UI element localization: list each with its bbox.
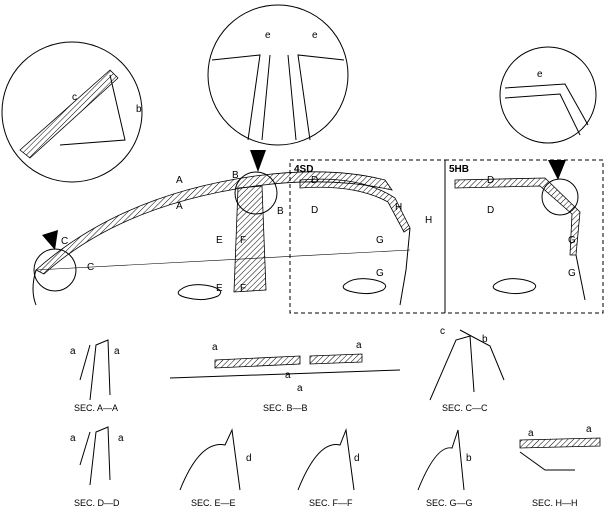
- svg-text:F: F: [240, 283, 246, 294]
- svg-text:a: a: [586, 424, 592, 435]
- sedan-panel-box: [289, 159, 446, 314]
- svg-text:e: e: [265, 30, 271, 41]
- svg-text:G: G: [376, 268, 384, 279]
- svg-text:a: a: [70, 346, 76, 357]
- section-label-hh: SEC. H—H: [532, 498, 578, 508]
- svg-text:H: H: [425, 215, 432, 226]
- hatch-badge: 5HB: [449, 164, 469, 175]
- svg-text:G: G: [376, 235, 384, 246]
- svg-text:G: G: [568, 235, 576, 246]
- svg-text:e: e: [537, 69, 543, 80]
- svg-text:a: a: [297, 383, 303, 394]
- section-label-ee: SEC. E—E: [191, 498, 236, 508]
- svg-text:A: A: [176, 175, 183, 186]
- detail-circle-left: c b: [1, 41, 143, 183]
- section-label-dd: SEC. D—D: [74, 498, 120, 508]
- svg-text:d: d: [246, 453, 252, 464]
- svg-text:D: D: [487, 205, 494, 216]
- svg-text:c: c: [72, 92, 77, 103]
- svg-text:b: b: [136, 104, 142, 115]
- svg-text:D: D: [487, 175, 494, 186]
- svg-text:E: E: [216, 235, 223, 246]
- section-label-aa: SEC. A—A: [74, 403, 118, 413]
- svg-text:a: a: [114, 346, 120, 357]
- section-label-cc: SEC. C—C: [442, 403, 488, 413]
- svg-text:D: D: [311, 205, 318, 216]
- svg-text:e: e: [312, 30, 318, 41]
- section-markers: A A B B C C D D D D E E F F G G G G H H: [61, 170, 576, 294]
- sedan-door-handle: [342, 278, 387, 295]
- svg-text:b: b: [466, 453, 472, 464]
- sedan-roof-strip: [299, 178, 411, 233]
- svg-text:E: E: [216, 283, 223, 294]
- svg-text:A: A: [176, 201, 183, 212]
- svg-text:d: d: [354, 453, 360, 464]
- svg-text:F: F: [240, 235, 246, 246]
- section-label-bb: SEC. B—B: [263, 403, 308, 413]
- svg-text:H: H: [395, 202, 402, 213]
- callout-middle-circle: [234, 171, 278, 215]
- sedan-badge: 4SD: [294, 164, 313, 175]
- svg-text:B: B: [232, 170, 239, 181]
- detail-circle-right: e: [499, 46, 597, 144]
- svg-text:b: b: [482, 334, 488, 345]
- callout-rear-circle: [541, 178, 579, 216]
- svg-text:a: a: [285, 370, 291, 381]
- svg-text:C: C: [61, 236, 68, 247]
- b-pillar: [233, 185, 267, 293]
- door-outline: [32, 269, 37, 306]
- section-label-ff: SEC. F—F: [309, 498, 353, 508]
- section-views: a a SEC. A—A a a a a SEC. B—B c b SEC. C…: [70, 326, 601, 508]
- detail-circle-middle: e e: [207, 4, 349, 146]
- roof-weatherstrip: [35, 171, 393, 275]
- svg-text:a: a: [70, 433, 76, 444]
- svg-text:a: a: [118, 433, 124, 444]
- hatch-door-handle: [492, 278, 537, 295]
- svg-text:C: C: [87, 262, 94, 273]
- svg-text:B: B: [277, 206, 284, 217]
- svg-text:a: a: [528, 428, 534, 439]
- svg-text:a: a: [356, 340, 362, 351]
- section-label-gg: SEC. G—G: [426, 498, 473, 508]
- svg-text:D: D: [311, 175, 318, 186]
- svg-text:G: G: [568, 268, 576, 279]
- svg-text:a: a: [212, 342, 218, 353]
- hatch-panel-box: [444, 159, 604, 314]
- svg-text:c: c: [440, 326, 445, 337]
- hatch-roof-strip: [454, 177, 581, 256]
- main-side-view: [32, 171, 579, 306]
- front-door-handle: [177, 284, 222, 301]
